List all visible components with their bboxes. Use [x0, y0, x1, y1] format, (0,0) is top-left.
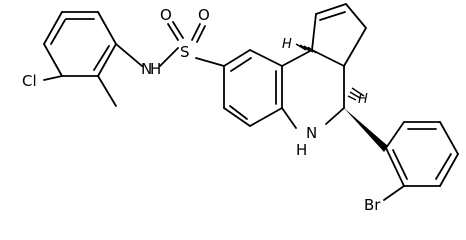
aryl-nh-bond: [115, 43, 143, 67]
chlorine-label: Cl: [22, 72, 37, 90]
chloromethylphenyl-ring: [43, 11, 117, 77]
chloro-bond: [43, 75, 63, 81]
amine-hydrogen-label: H: [150, 60, 161, 78]
ring-nitrogen-label: N: [306, 124, 317, 142]
dihydropyridine-ring: [281, 49, 345, 129]
stereo-hash-lower: [347, 87, 365, 101]
oxygen-left-label: O: [160, 6, 172, 24]
methyl-bond: [97, 75, 117, 107]
cyclopentene-ring: [311, 3, 367, 67]
sulfur-label: S: [180, 43, 190, 61]
benzo-ring: [223, 49, 283, 127]
amine-nitrogen-label: N: [141, 60, 152, 78]
stereo-hash-upper: [295, 43, 317, 54]
molecule-svg: Cl N H S O O N H Br H H: [22, 3, 459, 211]
bromophenyl-ring: [385, 121, 459, 187]
stereo-h-upper-label: H: [282, 37, 292, 52]
ring-hydrogen-label: H: [296, 141, 307, 159]
molecule-structure-diagram: Cl N H S O O N H Br H H: [22, 3, 459, 211]
bromo-bond: [383, 185, 405, 201]
nh-s-bond: [159, 47, 179, 67]
stereo-wedge-bond: [344, 108, 388, 152]
stereo-h-lower-label: H: [358, 92, 368, 107]
bromine-label: Br: [364, 196, 381, 211]
oxygen-right-label: O: [198, 6, 210, 24]
s-aryl-bond: [195, 57, 225, 67]
sulfonyl-oxygen-bonds: [167, 21, 206, 43]
